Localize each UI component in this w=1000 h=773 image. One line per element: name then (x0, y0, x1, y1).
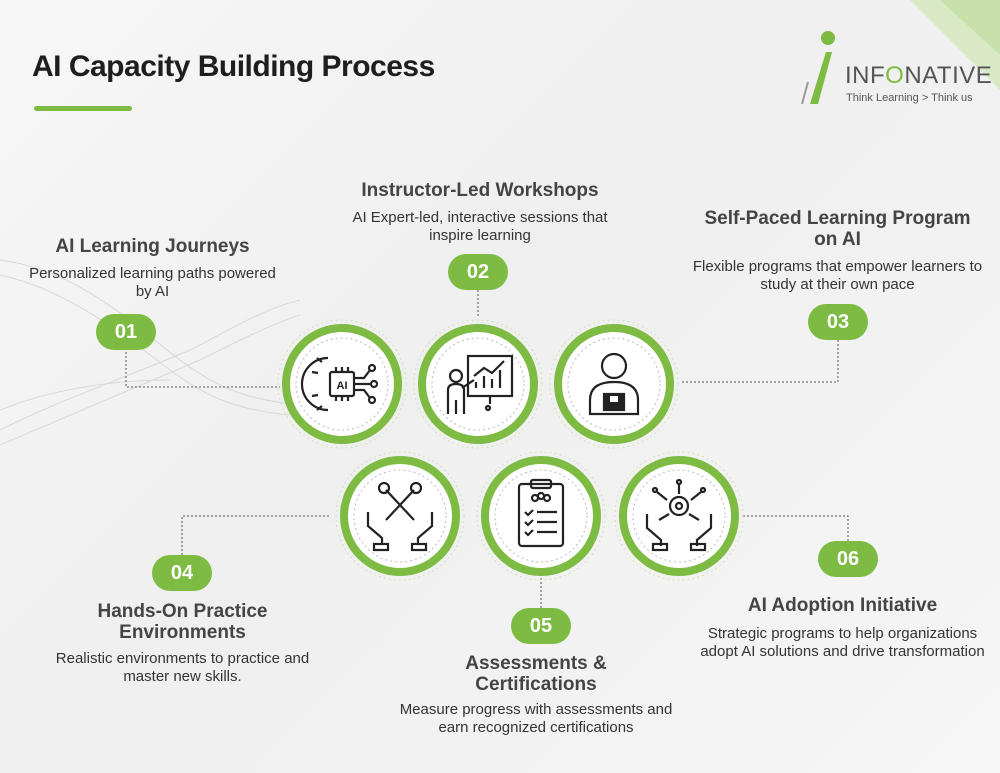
step-06-title: AI Adoption Initiative (747, 595, 938, 616)
step-01-badge: 01 (96, 314, 156, 350)
step-03-badge: 03 (808, 304, 868, 340)
step-05-badge: 05 (511, 608, 571, 644)
step-05-circle (475, 450, 607, 582)
presenter-chart-icon (446, 354, 514, 414)
step-06-circle (613, 450, 745, 582)
page-title: AI Capacity Building Process (32, 50, 435, 83)
corner-decoration (910, 0, 1000, 90)
step-03-title: Self-Paced Learning Program on AI (704, 208, 971, 250)
step-01-circle: AI (276, 318, 408, 450)
step-02-badge: 02 (448, 254, 508, 290)
step-04-badge: 04 (152, 555, 212, 591)
wave-decoration (0, 259, 300, 446)
title-underline (34, 106, 132, 111)
step-02-title: Instructor-Led Workshops (361, 180, 599, 201)
step-06-description: Strategic programs to help organizations… (700, 625, 985, 660)
svg-text:AI: AI (337, 380, 348, 392)
hands-gear-icon (645, 478, 713, 552)
step-04-circle (334, 450, 466, 582)
step-04-title: Hands-On Practice Environments (97, 601, 268, 643)
step-03-description: Flexible programs that empower learners … (692, 258, 983, 293)
step-06-badge: 06 (818, 541, 878, 577)
brand-tagline: Think Learning > Think us (846, 92, 973, 104)
step-03-circle (548, 318, 680, 450)
learner-book-icon (588, 352, 640, 416)
infonative-logo-icon (801, 31, 835, 105)
step-02-description: AI Expert-led, interactive sessions that… (352, 209, 608, 244)
clipboard-checklist-icon (517, 478, 565, 548)
step-01-description: Personalized learning paths powered by A… (29, 265, 276, 300)
step-05-description: Measure progress with assessments and ea… (399, 701, 673, 736)
ai-chip-gear-icon: AI (300, 356, 379, 412)
brand-name: INFONATIVE (845, 62, 993, 89)
step-04-description: Realistic environments to practice and m… (55, 650, 310, 685)
step-05-title: Assessments & Certifications (465, 653, 607, 695)
hands-tools-icon (366, 481, 434, 552)
step-02-circle (412, 318, 544, 450)
step-01-title: AI Learning Journeys (55, 236, 250, 257)
